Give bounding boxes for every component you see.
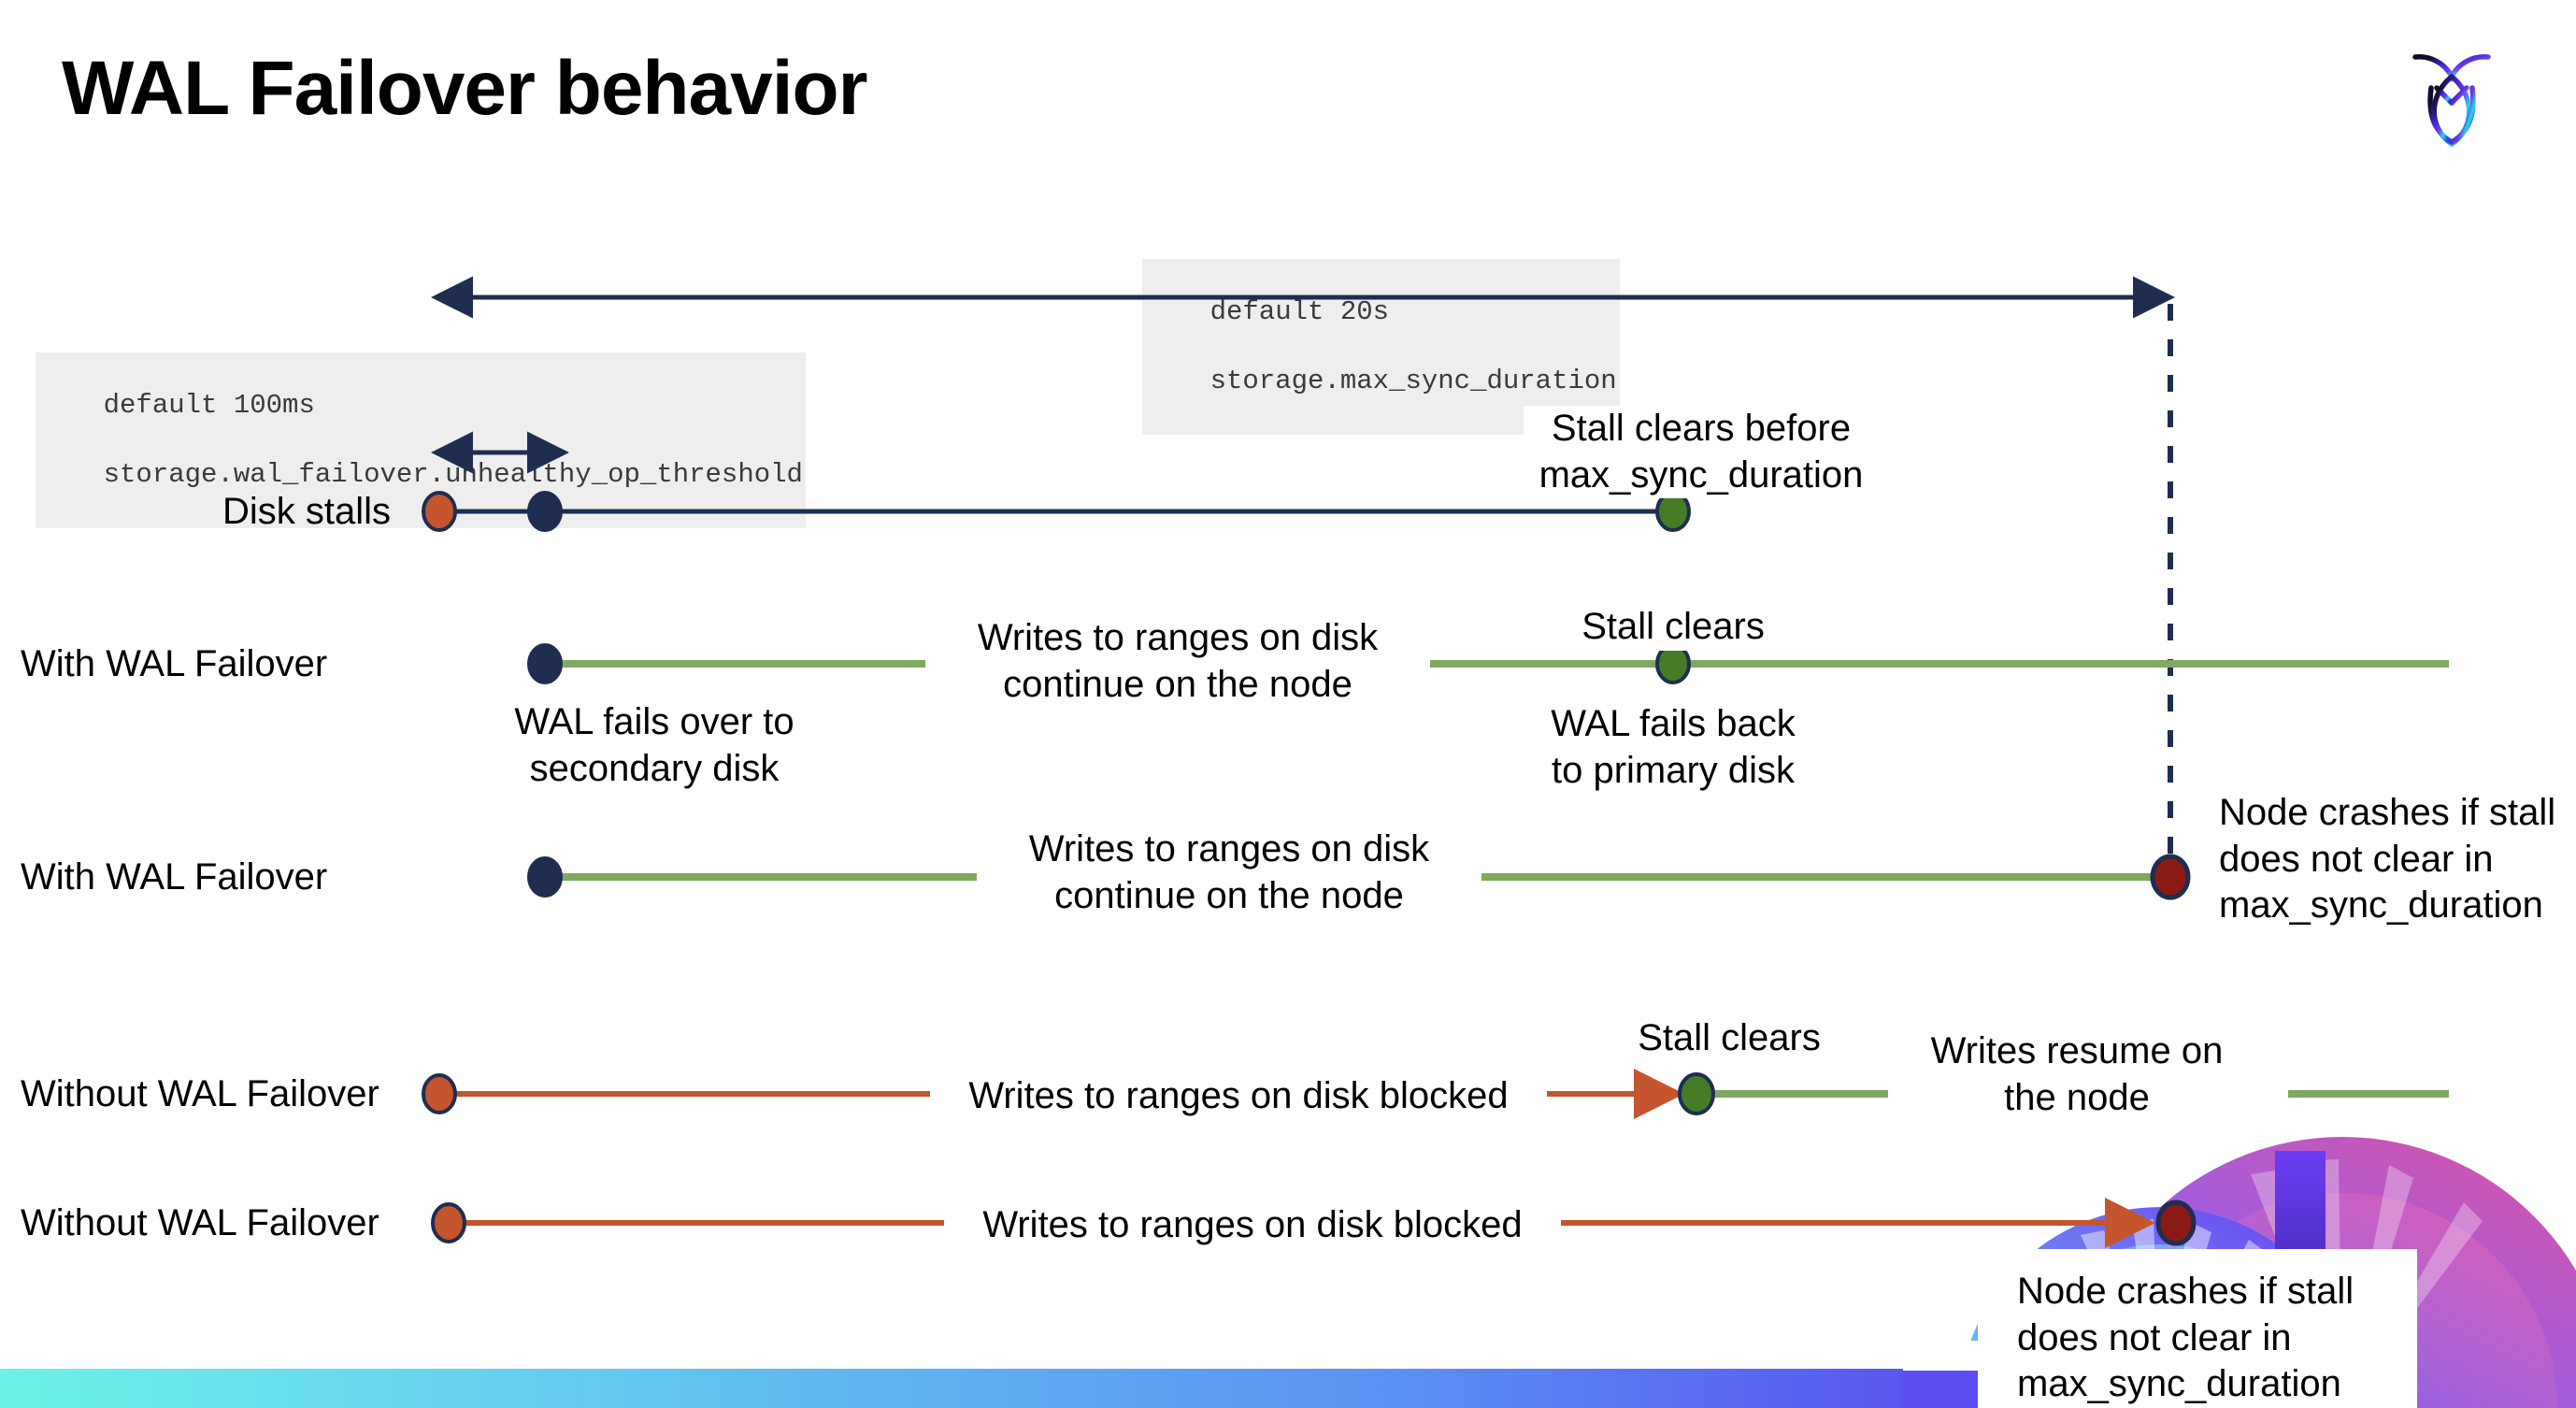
note-row1-stall-clears-before: Stall clears before max_sync_duration <box>1524 406 1879 499</box>
page-title: WAL Failover behavior <box>62 46 868 131</box>
row-label-with-wal-failover-2: With WAL Failover <box>21 856 328 898</box>
row1-failover-marker <box>527 491 563 532</box>
row2-stall-clear-marker <box>1655 643 1691 684</box>
note-row2-wal-fails-over: WAL fails over to secondary disk <box>467 699 841 793</box>
callout-max-sync-line2: storage.max_sync_duration <box>1209 366 1617 397</box>
row1-stall-start-marker <box>422 491 457 532</box>
row5-node-crash-marker <box>2155 1200 2197 1246</box>
callout-unhealthy-line1: default 100ms <box>103 390 315 422</box>
note-row2-wal-fails-back: WAL fails back to primary disk <box>1505 701 1841 795</box>
row-label-with-wal-failover-1: With WAL Failover <box>21 643 328 684</box>
note-row3-writes-continue: Writes to ranges on disk continue on the… <box>977 826 1481 920</box>
row-label-disk-stalls: Disk stalls <box>222 491 392 532</box>
row4-stall-clear-marker <box>1678 1072 1715 1115</box>
note-row3-node-crashes: Node crashes if stall does not clear in … <box>2219 790 2576 929</box>
note-row4-stall-clears: Stall clears <box>1589 1015 1869 1062</box>
row-label-without-wal-failover-1: Without WAL Failover <box>21 1073 379 1114</box>
row3-node-crash-marker <box>2150 854 2191 900</box>
row-label-without-wal-failover-2: Without WAL Failover <box>21 1202 379 1243</box>
note-row2-writes-continue: Writes to ranges on disk continue on the… <box>925 615 1430 709</box>
row2-failover-marker <box>527 643 563 684</box>
cockroachdb-logo-icon <box>2382 28 2522 168</box>
row5-stall-start-marker <box>431 1202 466 1243</box>
note-row2-stall-clears: Stall clears <box>1533 604 1813 651</box>
row3-failover-marker <box>527 856 563 898</box>
note-row5-node-crashes: Node crashes if stall does not clear in … <box>2017 1269 2410 1408</box>
note-row4-writes-resume: Writes resume on the node <box>1918 1028 2236 1122</box>
note-row4-writes-blocked: Writes to ranges on disk blocked <box>930 1073 1547 1120</box>
row4-stall-start-marker <box>422 1073 457 1114</box>
note-row5-writes-blocked: Writes to ranges on disk blocked <box>944 1202 1561 1249</box>
